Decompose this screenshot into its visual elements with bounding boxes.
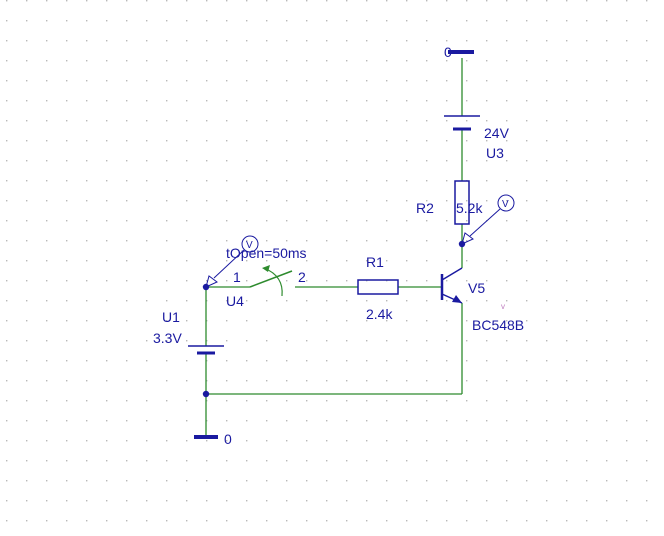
r1-value-label: 2.4k [366,306,393,322]
u1-ref-label: U1 [162,309,180,325]
probe-collector[interactable]: V [461,194,515,245]
u4-pin2-label: 2 [298,269,306,285]
probe-switch-arrow [205,275,218,288]
v5-ref-label: V5 [468,280,485,296]
u4-action-arrowhead [262,265,270,272]
switch-u4[interactable]: 1 2 U4 tOpen=50ms [226,245,307,309]
r2-value-label: 5.2k [456,200,483,216]
r2-body [454,180,470,225]
probe-collector-arrow [461,232,474,245]
v5-collector-leg [441,267,463,281]
junction-collector [458,240,466,248]
ground-bottom-label: 0 [224,431,232,447]
probe-collector-line [469,208,501,237]
ground-top-label: 0 [444,44,452,60]
resistor-r2[interactable]: R2 5.2k [416,180,483,225]
source-u1[interactable]: U1 3.3V [153,309,224,355]
r1-body [357,279,399,295]
u4-ref-label: U4 [226,293,244,309]
v5-emitter-arrow [452,295,462,303]
u3-value-label: 24V [484,125,510,141]
v5-model-label: BC548B [472,317,524,333]
u4-blade [249,270,293,288]
probe-switch[interactable]: V [205,235,259,288]
junction-bottom [202,390,210,398]
transistor-v5[interactable]: V5 BC548B v [440,267,524,333]
r1-ref-label: R1 [366,254,384,270]
probe-switch-circle [241,235,259,253]
r2-ref-label: R2 [416,200,434,216]
probe-collector-glyph: V [502,199,509,210]
source-u3[interactable]: 24V U3 [444,115,510,161]
u4-param-label: tOpen=50ms [226,245,307,261]
junction-switch [202,283,210,291]
probe-collector-circle [497,194,515,212]
u4-pin1-label: 1 [233,269,241,285]
probe-switch-glyph: V [246,240,253,251]
ground-top[interactable]: 0 [444,44,474,60]
ground-bottom[interactable]: 0 [194,431,232,447]
v5-small-marker: v [501,302,505,311]
u3-ref-label: U3 [486,145,504,161]
wires [205,58,463,437]
resistor-r1[interactable]: R1 2.4k [357,254,399,322]
probe-switch-line [213,249,245,279]
u1-value-label: 3.3V [153,330,182,346]
